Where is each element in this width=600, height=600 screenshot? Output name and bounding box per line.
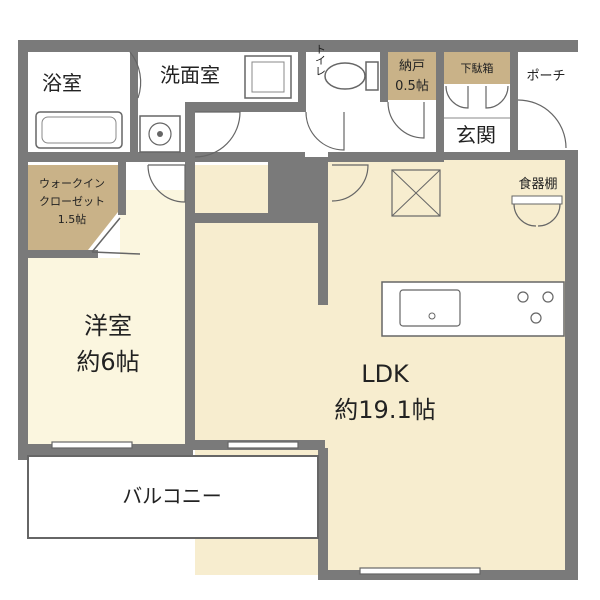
storage-label-1: 納戸 xyxy=(399,59,425,74)
shoe-box-label: 下駄箱 xyxy=(461,61,494,75)
washroom-door-swing xyxy=(194,111,241,158)
storage-label-2: 0.5帖 xyxy=(395,79,429,94)
cupboard-doors xyxy=(513,203,561,227)
porch-label: ポーチ xyxy=(526,69,565,84)
walls xyxy=(18,40,578,580)
bathtub-inner xyxy=(41,116,117,144)
storage-door-swing xyxy=(387,101,425,139)
shoe-box-door-right xyxy=(485,85,509,109)
western-room-label-1: 洋室 xyxy=(84,312,132,340)
ldk-floor-upper xyxy=(325,160,565,180)
western-room-floor-upper xyxy=(120,190,185,260)
entrance-label: 玄関 xyxy=(456,123,496,147)
walk-in-closet-label-3: 1.5帖 xyxy=(58,213,87,226)
bath-door-swing xyxy=(129,51,142,99)
ldk-label-1: LDK xyxy=(361,360,410,388)
shoe-box-door-left xyxy=(445,85,469,109)
western-room-label-2: 約6帖 xyxy=(76,348,139,376)
sink-drain xyxy=(428,312,436,320)
washing-machine-pan-inner xyxy=(251,61,285,93)
bath-label: 浴室 xyxy=(42,71,82,95)
windows xyxy=(51,441,481,575)
toilet-bowl xyxy=(324,62,366,90)
toilet-label: トイレ xyxy=(314,44,327,77)
cupboard-label: 食器棚 xyxy=(518,176,557,192)
cupboard-unit xyxy=(511,195,563,205)
front-door-swing xyxy=(517,99,567,149)
refrigerator-space xyxy=(391,169,441,217)
closet-door-swing xyxy=(91,217,141,255)
entrance-floor xyxy=(444,86,510,156)
refrigerator-cross-b xyxy=(391,169,441,217)
shoe-box-floor xyxy=(444,52,510,84)
walk-in-closet-label-1: ウォークイン xyxy=(39,177,105,190)
toilet-door-swing xyxy=(305,111,345,151)
ldk-door-swing xyxy=(331,164,369,202)
walk-in-closet-floor xyxy=(28,165,118,250)
washbasin-drain xyxy=(157,131,163,137)
western-room-door-swing xyxy=(147,164,186,203)
balcony-label: バルコニー xyxy=(122,484,222,508)
walk-in-closet-label-2: クローゼット xyxy=(39,195,105,208)
balcony xyxy=(27,455,319,539)
kitchen-sink xyxy=(399,289,461,327)
storage-floor xyxy=(388,52,436,100)
washroom-label: 洗面室 xyxy=(160,63,220,87)
stove-burners xyxy=(517,291,554,324)
toilet-tank xyxy=(365,61,379,91)
ldk-label-2: 約19.1帖 xyxy=(334,396,435,424)
western-room-floor xyxy=(28,258,185,444)
